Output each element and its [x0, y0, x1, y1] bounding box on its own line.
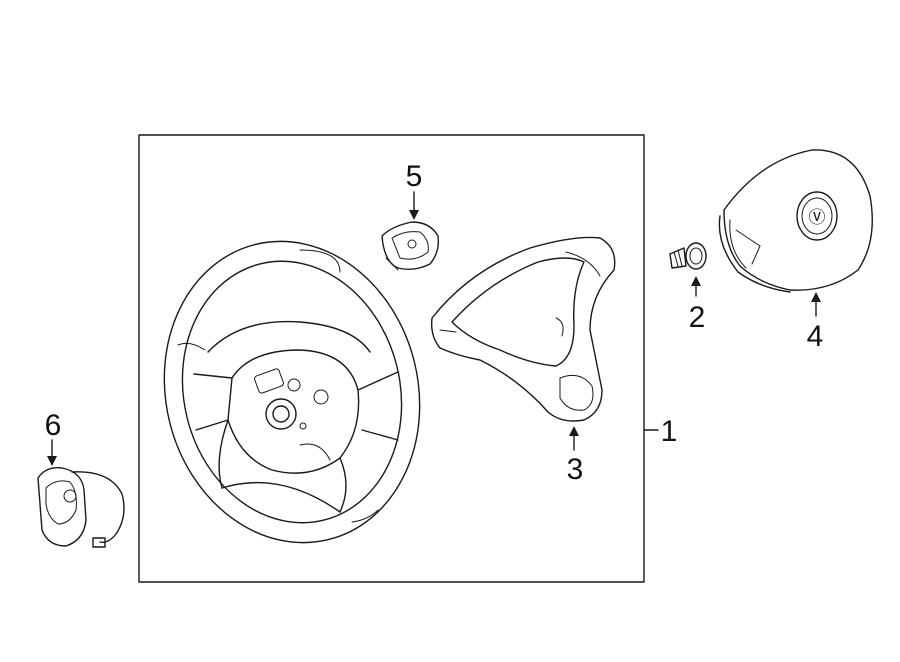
control-switch-icon	[381, 221, 440, 271]
callout-4: 4	[807, 320, 824, 353]
callout-arrow-4	[811, 292, 821, 317]
vw-emblem-icon: Ⓥ	[809, 208, 826, 227]
callout-arrow-2	[691, 276, 701, 297]
callout-arrow-5	[409, 191, 419, 220]
callout-arrow-6	[47, 439, 57, 466]
callout-1: 1	[661, 415, 678, 448]
callout-arrow-3	[569, 426, 579, 451]
steering-wheel-icon	[163, 240, 421, 544]
callout-5: 5	[406, 160, 423, 193]
callout-3: 3	[567, 453, 584, 486]
callout-6: 6	[45, 409, 62, 442]
callout-2: 2	[689, 301, 706, 334]
control-switch-with-harness-icon	[37, 467, 125, 548]
airbag-module-icon: Ⓥ	[718, 149, 873, 293]
bolt-icon	[669, 242, 707, 270]
assembly-box	[138, 134, 645, 583]
trim-cover-icon	[430, 236, 616, 422]
